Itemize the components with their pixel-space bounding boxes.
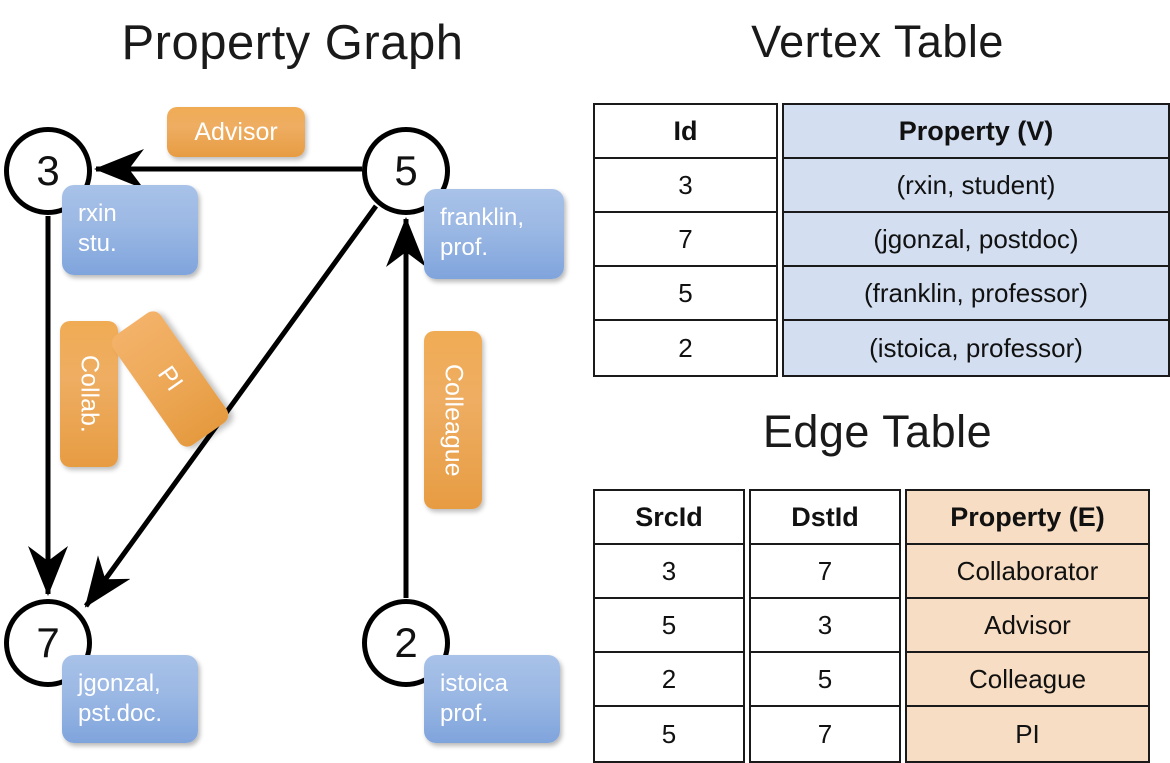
edge-table-column-dstid: DstId 7 3 5 7: [749, 489, 901, 763]
edge-label-collab-text: Collab.: [75, 355, 104, 433]
edge-table-header-property: Property (E): [907, 491, 1148, 545]
table-row: (rxin, student): [784, 159, 1168, 213]
table-row: 5: [595, 599, 743, 653]
table-row: 2: [595, 653, 743, 707]
table-row: PI: [1015, 718, 1040, 749]
edge-label-advisor-text: Advisor: [194, 117, 278, 146]
graph-node-5[interactable]: 5: [362, 127, 450, 215]
edge-pi-5-to-7: [83, 204, 379, 608]
vertex-table-column-id: Id 3 7 5 2: [593, 103, 778, 377]
property-graph-diagram: 3 5 7 2 rxin stu. franklin, prof. jgonza…: [0, 0, 585, 760]
vertex-table-column-property: Property (V) (rxin, student) (jgonzal, p…: [782, 103, 1170, 377]
graph-edges-layer: [28, 149, 426, 608]
edge-table-column-srcid: SrcId 3 5 2 5: [593, 489, 745, 763]
vertex-table-header-id: Id: [595, 105, 776, 159]
table-row: Advisor: [907, 599, 1148, 653]
page-title-edge-table: Edge Table: [762, 406, 993, 457]
edge-label-colleague: Colleague: [424, 331, 482, 509]
edge-label-colleague-text: Colleague: [439, 363, 468, 477]
vertex-table: Id 3 7 5 2 Property (V) (rxin, student) …: [593, 103, 1170, 377]
vertex-property-line-1: istoica: [440, 670, 509, 697]
table-row: 7: [595, 213, 776, 267]
page-title-property-graph: Property Graph: [121, 16, 464, 70]
table-row: 2: [678, 332, 693, 363]
vertex-property-box-2: istoica prof.: [424, 655, 560, 743]
vertex-table-header-property: Property (V): [784, 105, 1168, 159]
graph-node-2[interactable]: 2: [362, 599, 450, 687]
vertex-property-line-2: prof.: [440, 700, 489, 727]
table-row: 5: [661, 718, 677, 749]
edge-table-header-dstid: DstId: [751, 491, 899, 545]
edge-table: SrcId 3 5 2 5 DstId 7 3 5 7 Property (E)…: [593, 489, 1150, 763]
table-row: (istoica, professor): [869, 332, 1083, 363]
table-row: 3: [751, 599, 899, 653]
table-row: 3: [595, 545, 743, 599]
table-row: 5: [595, 267, 776, 321]
vertex-property-line-2: stu.: [78, 230, 117, 257]
vertex-property-line-2: prof.: [440, 234, 489, 261]
table-row: 3: [595, 159, 776, 213]
edge-label-advisor: Advisor: [167, 107, 305, 157]
vertex-property-line-1: jgonzal,: [78, 670, 161, 697]
edge-label-collab: Collab.: [60, 321, 118, 467]
vertex-property-box-3: rxin stu.: [62, 185, 198, 275]
vertex-property-line-2: pst.doc.: [78, 700, 163, 727]
vertex-property-box-5: franklin, prof.: [424, 189, 564, 279]
edge-table-column-property: Property (E) Collaborator Advisor Collea…: [905, 489, 1150, 763]
vertex-property-box-7: jgonzal, pst.doc.: [62, 655, 198, 743]
table-row: (franklin, professor): [784, 267, 1168, 321]
table-row: (jgonzal, postdoc): [784, 213, 1168, 267]
table-row: 7: [751, 545, 899, 599]
edge-table-header-srcid: SrcId: [595, 491, 743, 545]
page-title-vertex-table: Vertex Table: [751, 16, 1004, 67]
table-row: Collaborator: [907, 545, 1148, 599]
vertex-property-line-1: franklin,: [440, 204, 525, 231]
vertex-property-line-1: rxin: [78, 200, 117, 227]
edge-label-pi-text: PI: [152, 361, 189, 397]
table-row: Colleague: [907, 653, 1148, 707]
table-row: 5: [751, 653, 899, 707]
table-row: 7: [817, 718, 833, 749]
